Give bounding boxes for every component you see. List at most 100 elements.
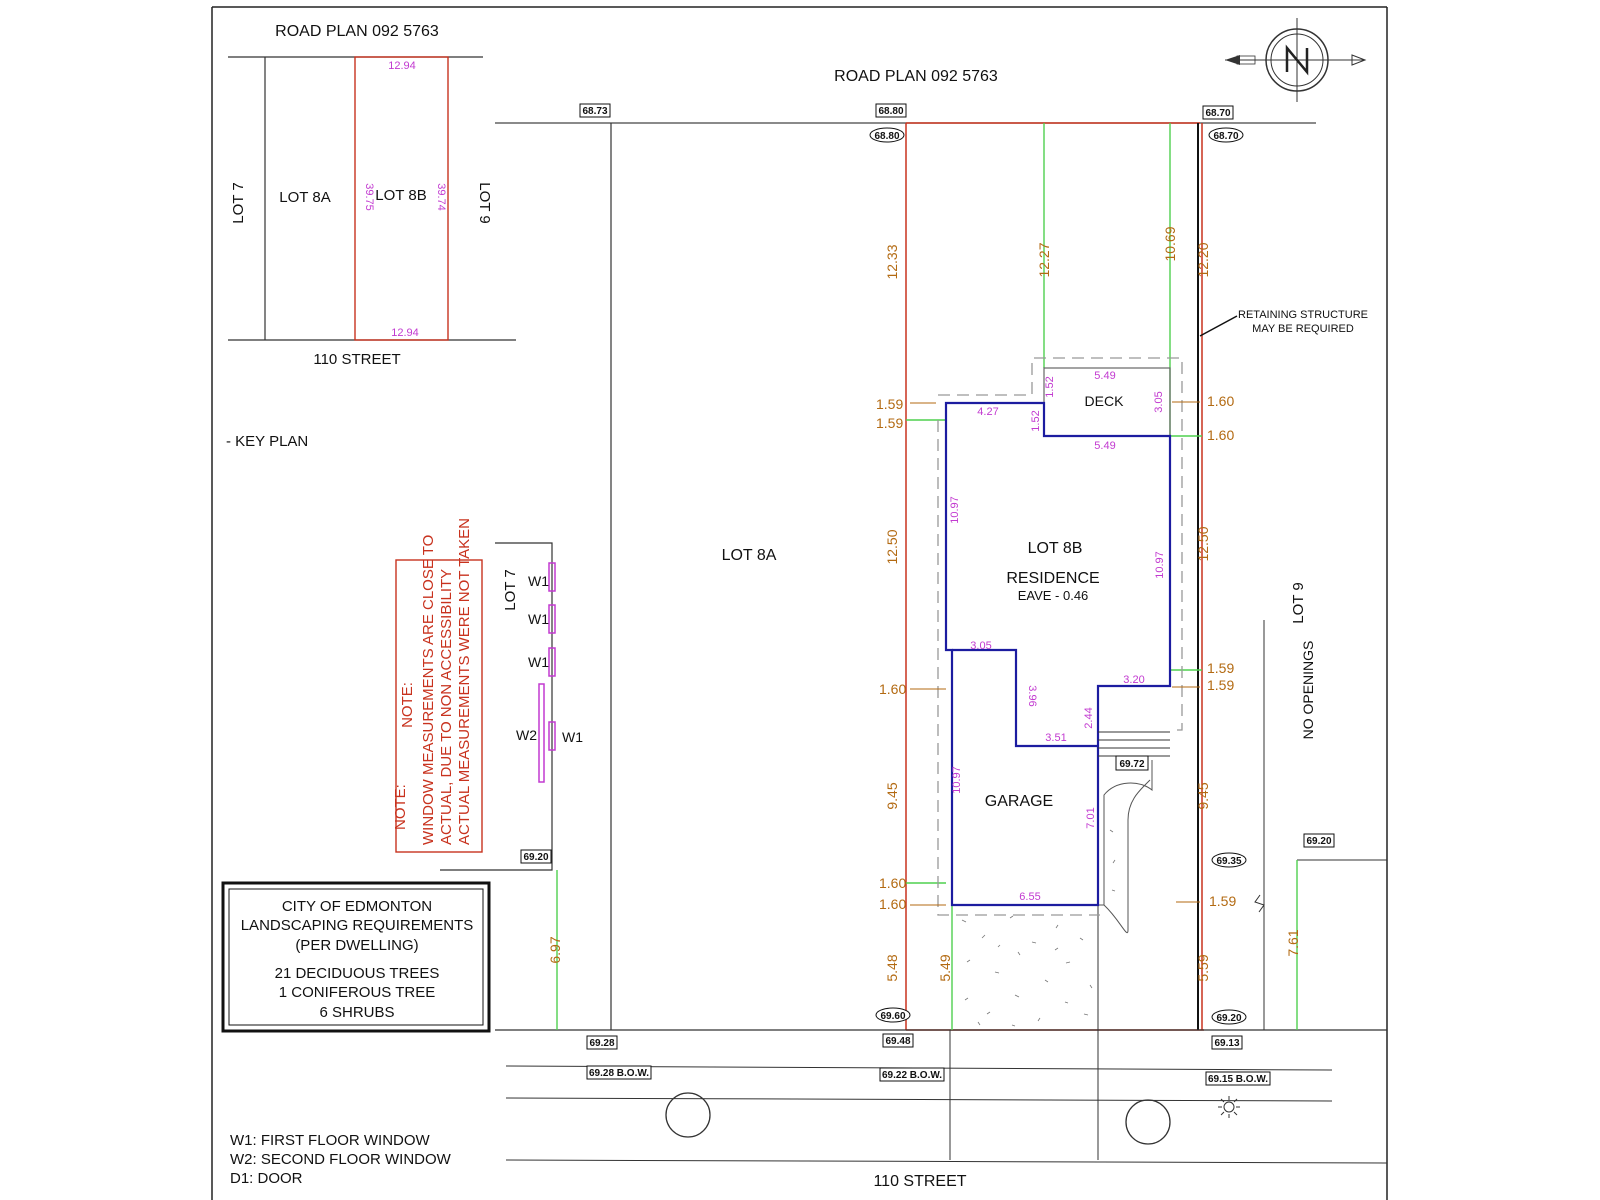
tree-icon <box>665 1092 1171 1145</box>
landscape-line-3: (PER DWELLING) <box>295 937 418 954</box>
key-plan: ROAD PLAN 092 5763 110 STREET LOT 8A LOT… <box>226 23 516 450</box>
garage-label: GARAGE <box>985 793 1053 810</box>
key-street-label: 110 STREET <box>313 351 400 368</box>
dim-10-97-right: 10.97 <box>1154 551 1166 579</box>
key-dim-right: 39.74 <box>435 183 447 211</box>
lot-7-boundary <box>440 542 553 871</box>
dim-5-49-mid: 5.49 <box>1094 440 1115 452</box>
key-road-plan-label: ROAD PLAN 092 5763 <box>275 23 439 40</box>
set-5-59: 5.59 <box>1195 954 1211 981</box>
setback-ticks <box>910 401 1200 906</box>
w1-label-c: W1 <box>528 654 549 670</box>
deck-label: DECK <box>1085 393 1125 409</box>
window-note: NOTE: NOTE: WINDOW MEASUREMENTS ARE CLOS… <box>392 518 483 853</box>
set-7-61: 7.61 <box>1285 929 1301 956</box>
key-lot-7-label: LOT 7 <box>230 182 247 223</box>
set-12-50-right: 12.50 <box>1195 526 1211 561</box>
set-1-60-a: 1.60 <box>1207 393 1234 409</box>
set-1-59-c: 1.59 <box>1207 660 1234 676</box>
elev-68-80-oval: 68.80 <box>874 131 899 142</box>
key-lot-9-label: LOT 9 <box>476 182 493 223</box>
lot-8b-label: LOT 8B <box>1028 540 1083 557</box>
eave-outline-west <box>937 420 1100 916</box>
dim-3-96: 3.96 <box>1026 685 1038 706</box>
bow-69-22: 69.22 B.O.W. <box>882 1070 942 1081</box>
legend-d1: D1: DOOR <box>230 1170 303 1187</box>
elev-69-72: 69.72 <box>1119 759 1144 770</box>
set-12-20: 12.20 <box>1195 242 1211 277</box>
set-12-27: 12.27 <box>1036 242 1052 277</box>
elev-68-70-box: 68.70 <box>1205 108 1230 119</box>
set-10-69: 10.69 <box>1162 226 1178 261</box>
residence-outline <box>944 401 1172 907</box>
w1-label-a: W1 <box>528 573 549 589</box>
bow-69-28: 69.28 B.O.W. <box>589 1068 649 1079</box>
set-1-59-e: 1.59 <box>1209 893 1236 909</box>
window-w1-b <box>548 604 556 634</box>
garage-divider <box>952 648 1098 748</box>
dim-3-05-garage: 3.05 <box>970 640 991 652</box>
set-1-59-d: 1.59 <box>1207 677 1234 693</box>
retaining-line-2: MAY BE REQUIRED <box>1252 323 1354 335</box>
elev-69-20-left: 69.20 <box>523 852 548 863</box>
dim-10-97-left: 10.97 <box>949 496 961 524</box>
retaining-leader <box>1199 315 1238 337</box>
set-1-59-a: 1.59 <box>876 396 903 412</box>
dim-1-52-b: 1.52 <box>1030 410 1042 431</box>
lot-7-label: LOT 7 <box>502 569 519 610</box>
window-w1-d <box>548 721 556 751</box>
dim-5-49-top: 5.49 <box>1094 370 1115 382</box>
driveway-area <box>952 760 1153 1027</box>
elev-69-20-oval: 69.20 <box>1216 1013 1241 1024</box>
set-1-60-d: 1.60 <box>879 875 906 891</box>
entry-steps <box>1098 731 1170 757</box>
key-dim-left: 39.75 <box>363 183 375 211</box>
set-9-45-right: 9.45 <box>1195 782 1211 809</box>
elev-69-35: 69.35 <box>1216 856 1241 867</box>
set-12-33: 12.33 <box>884 244 900 279</box>
note-line-1: NOTE: <box>399 682 416 728</box>
dim-3-51: 3.51 <box>1045 732 1066 744</box>
elev-68-73: 68.73 <box>582 106 607 117</box>
elev-69-20-right: 69.20 <box>1306 836 1331 847</box>
dim-7-01: 7.01 <box>1085 807 1097 828</box>
no-openings-label: NO OPENINGS <box>1300 641 1316 740</box>
landscape-line-5: 1 CONIFEROUS TREE <box>279 984 435 1001</box>
street-label: 110 STREET <box>873 1173 966 1190</box>
setback-dimensions: 12.33 12.27 10.69 12.20 1.59 1.59 1.60 1… <box>547 226 1301 981</box>
lot-8a-label: LOT 8A <box>722 547 777 564</box>
landscape-line-6: 6 SHRUBS <box>319 1004 394 1021</box>
curb-line-4 <box>505 1159 1388 1164</box>
key-dim-bottom: 12.94 <box>391 327 419 339</box>
elev-69-48: 69.48 <box>885 1036 910 1047</box>
set-6-97: 6.97 <box>547 936 563 963</box>
w2-label: W2 <box>516 727 537 743</box>
dim-10-97-garage: 10.97 <box>951 766 963 794</box>
key-lot-8a-label: LOT 8A <box>279 189 330 206</box>
dim-3-05-deck: 3.05 <box>1153 391 1165 412</box>
elevation-tags: 68.73 68.80 68.80 68.70 68.70 69.72 69.2… <box>520 103 1335 1086</box>
landscape-line-4: 21 DECIDUOUS TREES <box>275 965 440 982</box>
note-line-4: ACTUAL MEASUREMENTS WERE NOT TAKEN <box>456 518 473 845</box>
key-lot-8b-outline <box>354 56 449 341</box>
set-1-60-b: 1.60 <box>1207 427 1234 443</box>
dim-2-44: 2.44 <box>1083 707 1095 728</box>
key-plan-caption: - KEY PLAN <box>226 433 308 450</box>
eave-label: EAVE - 0.46 <box>1018 588 1089 603</box>
building-dimensions: 5.49 1.52 4.27 1.52 3.05 5.49 10.97 10.9… <box>949 370 1166 903</box>
retaining-line-1: RETAINING STRUCTURE <box>1238 309 1368 321</box>
elev-69-13: 69.13 <box>1214 1038 1239 1049</box>
bow-69-15: 69.15 B.O.W. <box>1208 1074 1268 1085</box>
break-symbol <box>1254 894 1265 913</box>
key-lot-8b-label: LOT 8B <box>375 187 426 204</box>
window-w1-a <box>548 562 556 592</box>
legend-w2: W2: SECOND FLOOR WINDOW <box>230 1151 452 1168</box>
elev-69-28: 69.28 <box>589 1038 614 1049</box>
elev-69-60: 69.60 <box>880 1011 905 1022</box>
set-1-59-b: 1.59 <box>876 415 903 431</box>
window-w2 <box>538 683 545 783</box>
w1-label-b: W1 <box>528 611 549 627</box>
window-w1-c <box>548 647 556 677</box>
set-9-45-left: 9.45 <box>884 782 900 809</box>
